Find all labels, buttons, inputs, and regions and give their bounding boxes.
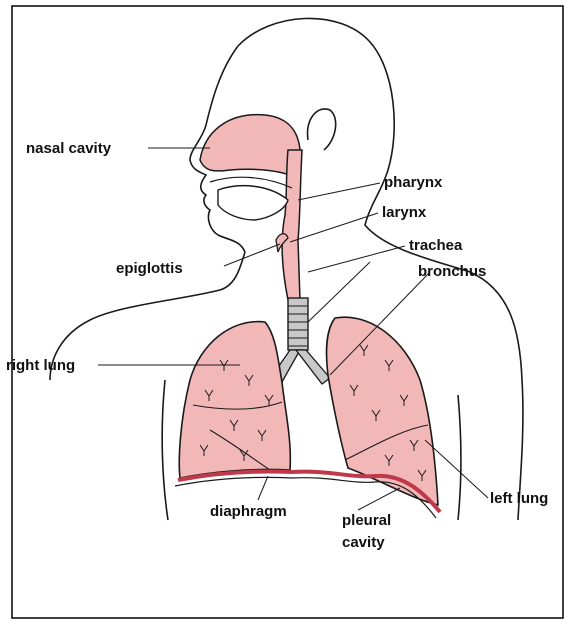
epiglottis-leader [224, 244, 280, 266]
right-lung-shape [179, 322, 290, 478]
label-pleural-cavity-line1: pleural [342, 512, 391, 529]
label-diaphragm: diaphragm [210, 503, 287, 520]
pharynx-leader [298, 183, 380, 200]
diaphragm-leader [258, 476, 268, 500]
pleural-cavity-leader [358, 488, 400, 510]
ear-outline [308, 109, 336, 150]
torso-right-side [458, 395, 461, 520]
label-trachea: trachea [409, 237, 463, 254]
label-left-lung: left lung [490, 490, 548, 507]
mouth-shape [218, 186, 288, 220]
label-right-lung: right lung [6, 357, 75, 374]
label-pleural-cavity-line2: cavity [342, 534, 385, 551]
larynx-leader [290, 213, 378, 242]
torso-left-side [162, 380, 168, 520]
label-pharynx: pharynx [384, 174, 443, 191]
bronchus-right-shape [296, 350, 330, 384]
trachea-leader-2 [308, 262, 370, 322]
nasal-cavity-shape [200, 115, 300, 180]
label-larynx: larynx [382, 204, 427, 221]
label-nasal-cavity: nasal cavity [26, 140, 112, 157]
label-bronchus: bronchus [418, 263, 486, 280]
label-epiglottis: epiglottis [116, 260, 183, 277]
trachea-leader [308, 246, 405, 272]
